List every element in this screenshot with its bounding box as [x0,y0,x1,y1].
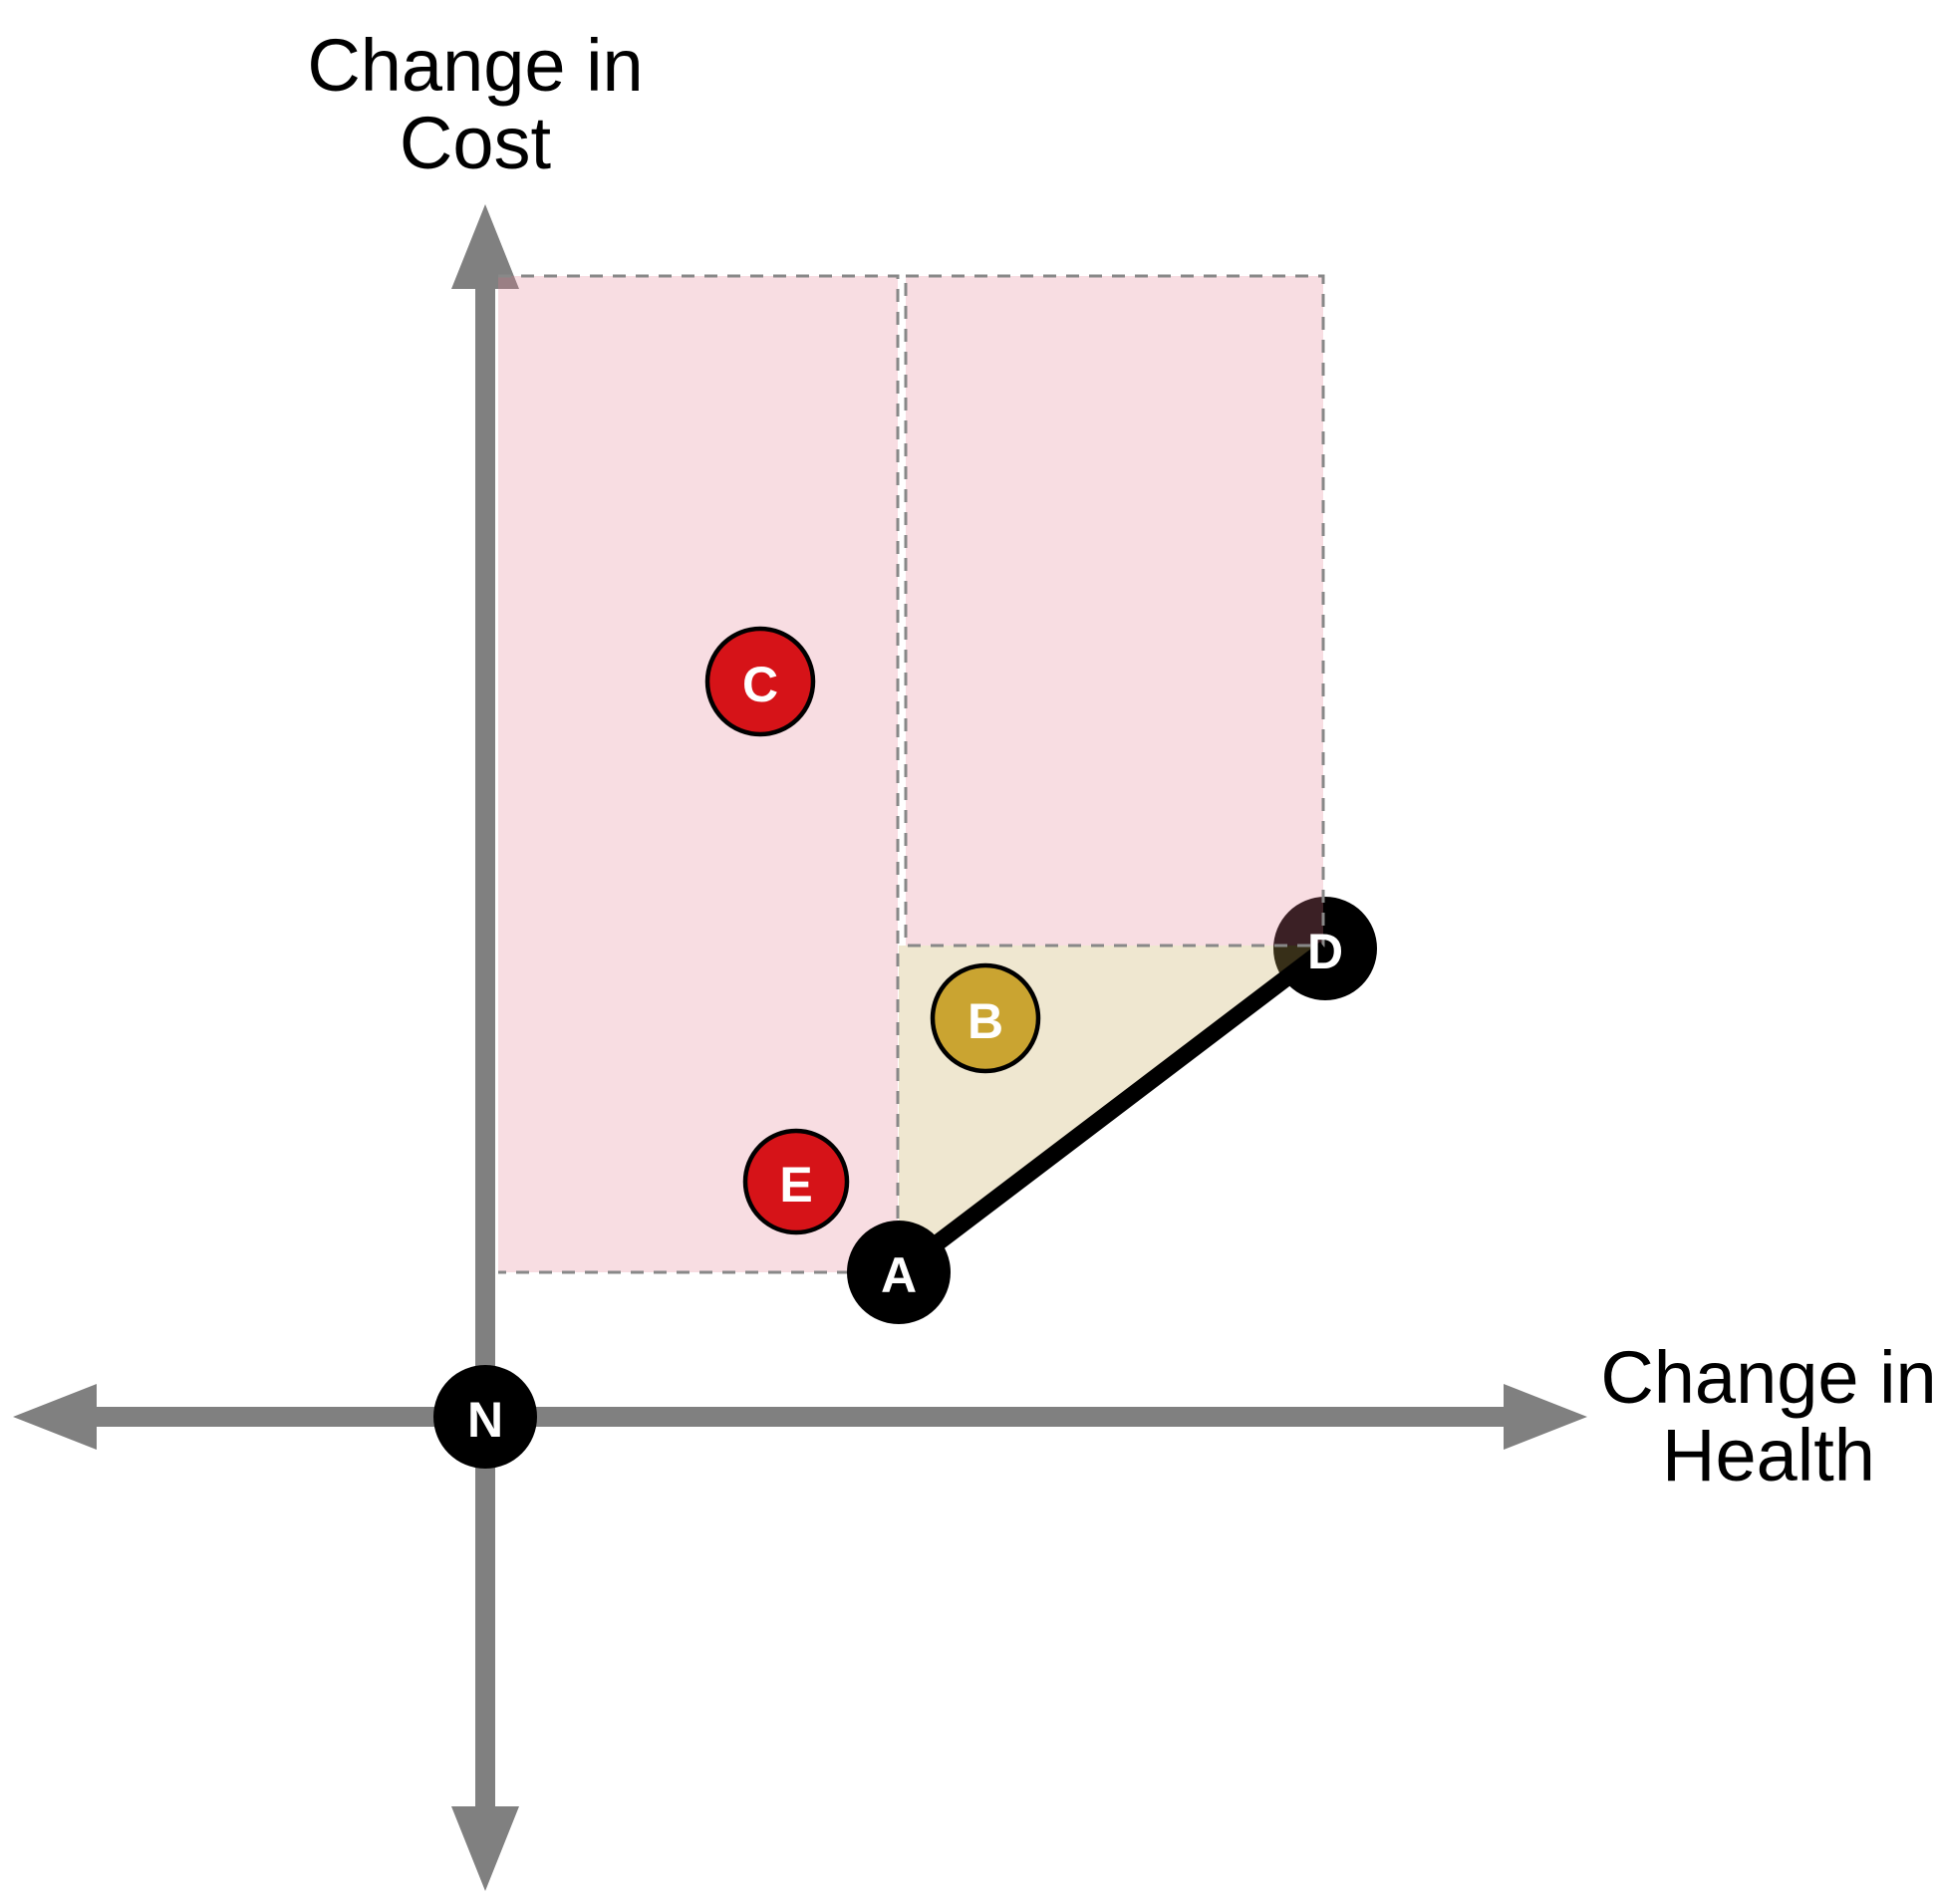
y-axis-arrowhead-up-icon [451,204,519,289]
point-e [742,1128,850,1235]
point-n [433,1365,537,1469]
point-label-b: B [968,993,1003,1049]
x-axis [13,1384,1587,1450]
y-axis-arrowhead-down-icon [451,1806,519,1891]
point-label-a: A [881,1247,917,1303]
point-b [930,962,1041,1074]
regions-layer [498,276,1323,1272]
x-axis-arrowhead-right-icon [1504,1384,1587,1450]
points-layer [433,626,1041,1469]
pink-region-left-dashed-border [498,274,900,1274]
x-axis-title-line1: Change in [1600,1336,1936,1419]
point-labels-layer: N A B C D E [467,657,1343,1448]
point-c [704,626,816,737]
x-axis-shaft [95,1407,1504,1427]
point-label-d: D [1307,924,1343,979]
point-label-c: C [742,657,778,712]
point-a [847,1221,951,1324]
pink-region-right-dashed-border [904,274,1325,948]
y-axis-title-line1: Change in [307,24,643,107]
y-axis-title-line2: Cost [400,102,552,184]
pink-region-left [498,276,898,1272]
point-label-e: E [779,1157,812,1213]
region-borders-layer [498,274,1325,1274]
x-axis-arrowhead-left-icon [13,1384,97,1450]
y-axis-shaft [475,287,495,1808]
pink-region-right [906,276,1323,946]
segment-a-d [893,942,1331,1279]
axis-titles: Change in Cost Change in Health [307,24,1936,1496]
x-axis-title-line2: Health [1662,1414,1875,1496]
point-label-n: N [467,1392,503,1448]
